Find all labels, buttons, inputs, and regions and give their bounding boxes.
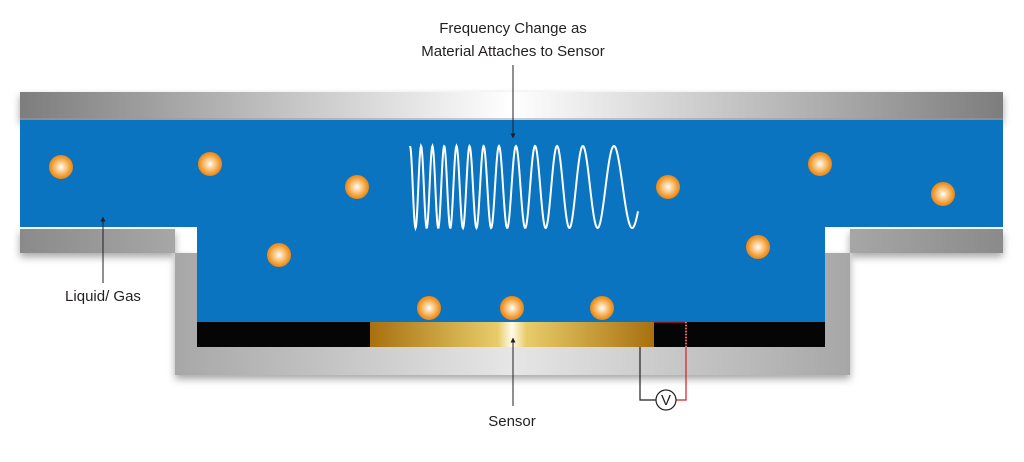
housing-bowl: [20, 229, 1003, 375]
particle: [267, 243, 291, 267]
circuit-wire-black: [639, 347, 656, 401]
particle: [656, 175, 680, 199]
voltmeter-icon: [655, 389, 677, 411]
particles: [49, 152, 955, 320]
particle: [198, 152, 222, 176]
particle-attached: [500, 296, 524, 320]
sensor-electrode: [370, 322, 654, 347]
frequency-label-line2: Material Attaches to Sensor: [421, 43, 604, 60]
frequency-wave: [409, 142, 639, 232]
fluid-channel: [20, 120, 1003, 322]
particle: [49, 155, 73, 179]
circuit-wire-red: [654, 321, 687, 401]
particle: [931, 182, 955, 206]
sensor-housing: [20, 92, 1003, 375]
voltmeter-label: V: [661, 392, 671, 409]
frequency-label-line1: Frequency Change as: [439, 20, 587, 37]
medium-label: Liquid/ Gas: [65, 288, 141, 305]
particle: [808, 152, 832, 176]
particle: [345, 175, 369, 199]
housing-lid: [20, 92, 1003, 120]
voltmeter-circuit: V: [639, 321, 687, 411]
particle-attached: [417, 296, 441, 320]
particle: [746, 235, 770, 259]
sensor-label: Sensor: [488, 413, 536, 430]
particle-attached: [590, 296, 614, 320]
